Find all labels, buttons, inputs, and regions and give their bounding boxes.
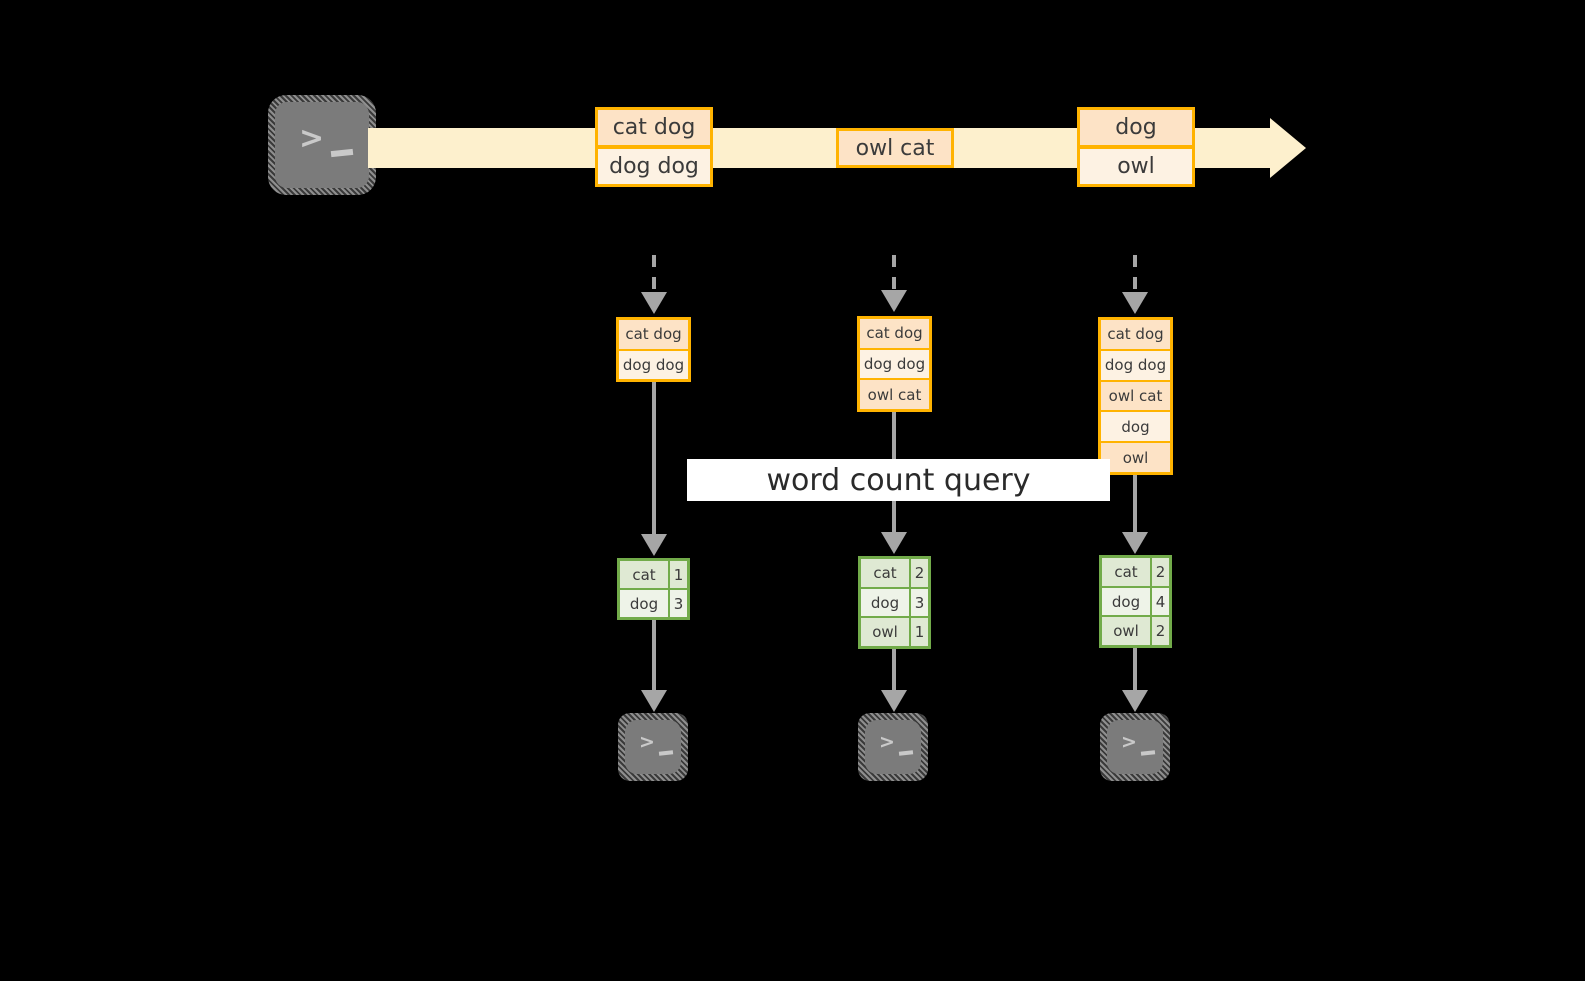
snapshot-1-query-line (652, 382, 656, 537)
snapshot-2-query-arrowhead (881, 532, 907, 554)
snapshot-3-tap-arrowhead (1122, 292, 1148, 314)
snapshot-1-result-table: cat 1 dog 3 (617, 558, 690, 620)
snapshot-2-item-2: dog dog (860, 349, 929, 381)
snapshot-2-item-3: owl cat (860, 380, 929, 410)
table-row: dog 3 (620, 590, 687, 617)
snapshot-2-row-2-count: 3 (911, 588, 928, 617)
snapshot-1-row-1-word: cat (620, 561, 670, 588)
snapshot-3-row-1-word: cat (1102, 558, 1152, 586)
snapshot-2-item-1: cat dog (860, 319, 929, 350)
table-row: cat 2 (1102, 558, 1169, 588)
terminal-prompt-caret: > (299, 121, 325, 156)
snapshot-2-row-3-word: owl (861, 618, 911, 647)
snapshot-3-item-1: cat dog (1101, 320, 1170, 351)
snapshot-3-row-3-count: 2 (1152, 617, 1169, 646)
snapshot-2-sink-arrowhead (881, 690, 907, 712)
source-terminal-icon: > (268, 95, 376, 195)
snapshot-1-sink-terminal-icon: > (618, 713, 688, 781)
word-count-query-label: word count query (766, 462, 1031, 498)
snapshot-1-item-1: cat dog (619, 320, 688, 351)
snapshot-3-sink-arrowhead (1122, 690, 1148, 712)
table-row: cat 2 (861, 559, 928, 589)
word-count-query-banner: word count query (687, 459, 1110, 501)
snapshot-1-row-2-word: dog (620, 590, 670, 617)
snapshot-3-item-3: owl cat (1101, 381, 1170, 413)
snapshot-3-item-5: owl (1101, 443, 1170, 472)
snapshot-1-row-2-count: 3 (670, 590, 687, 617)
snapshot-3-item-2: dog dog (1101, 350, 1170, 382)
snapshot-2-sink-line (892, 649, 896, 693)
snapshot-3-result-table: cat 2 dog 4 owl 2 (1099, 555, 1172, 648)
terminal-prompt-caret: > (1121, 731, 1137, 753)
terminal-body (275, 102, 369, 188)
stream-event-1-line-2: dog dog (595, 146, 713, 187)
snapshot-2-tap-line (892, 255, 896, 293)
snapshot-3-query-arrowhead (1122, 532, 1148, 554)
terminal-body (625, 720, 681, 774)
snapshot-3-sink-terminal-icon: > (1100, 713, 1170, 781)
snapshot-1-sink-line (652, 620, 656, 693)
snapshot-2-sink-terminal-icon: > (858, 713, 928, 781)
table-row: owl 1 (861, 618, 928, 647)
stream-arrow-head (1270, 118, 1306, 178)
snapshot-2-row-1-count: 2 (911, 559, 928, 587)
snapshot-3-query-line (1133, 475, 1137, 535)
snapshot-2-tap-arrowhead (881, 290, 907, 312)
snapshot-2-accumulated-stack: cat dog dog dog owl cat (857, 316, 932, 412)
terminal-body (865, 720, 921, 774)
snapshot-1-tap-line (652, 255, 656, 295)
table-row: dog 4 (1102, 587, 1169, 618)
snapshot-3-row-2-word: dog (1102, 587, 1152, 616)
table-row: dog 3 (861, 588, 928, 619)
stream-event-3-line-2: owl (1077, 146, 1195, 187)
snapshot-1-query-arrowhead (641, 534, 667, 556)
snapshot-1-row-1-count: 1 (670, 561, 687, 588)
snapshot-3-sink-line (1133, 648, 1137, 693)
snapshot-3-tap-line (1133, 255, 1137, 295)
snapshot-3-row-3-word: owl (1102, 617, 1152, 646)
snapshot-1-accumulated-stack: cat dog dog dog (616, 317, 691, 382)
terminal-prompt-caret: > (879, 731, 895, 753)
snapshot-3-row-2-count: 4 (1152, 587, 1169, 616)
snapshot-2-row-3-count: 1 (911, 618, 928, 647)
stream-event-2-line-1: owl cat (836, 128, 954, 168)
snapshot-3-accumulated-stack: cat dog dog dog owl cat dog owl (1098, 317, 1173, 475)
table-row: cat 1 (620, 561, 687, 590)
snapshot-2-row-1-word: cat (861, 559, 911, 587)
snapshot-1-item-2: dog dog (619, 350, 688, 379)
terminal-body (1107, 720, 1163, 774)
table-row: owl 2 (1102, 617, 1169, 646)
snapshot-3-item-4: dog (1101, 412, 1170, 444)
snapshot-3-row-1-count: 2 (1152, 558, 1169, 586)
snapshot-2-row-2-word: dog (861, 588, 911, 617)
stream-event-1-line-1: cat dog (595, 107, 713, 148)
terminal-prompt-caret: > (639, 731, 655, 753)
snapshot-1-tap-arrowhead (641, 292, 667, 314)
snapshot-1-sink-arrowhead (641, 690, 667, 712)
stream-event-3-line-1: dog (1077, 107, 1195, 148)
snapshot-2-result-table: cat 2 dog 3 owl 1 (858, 556, 931, 649)
